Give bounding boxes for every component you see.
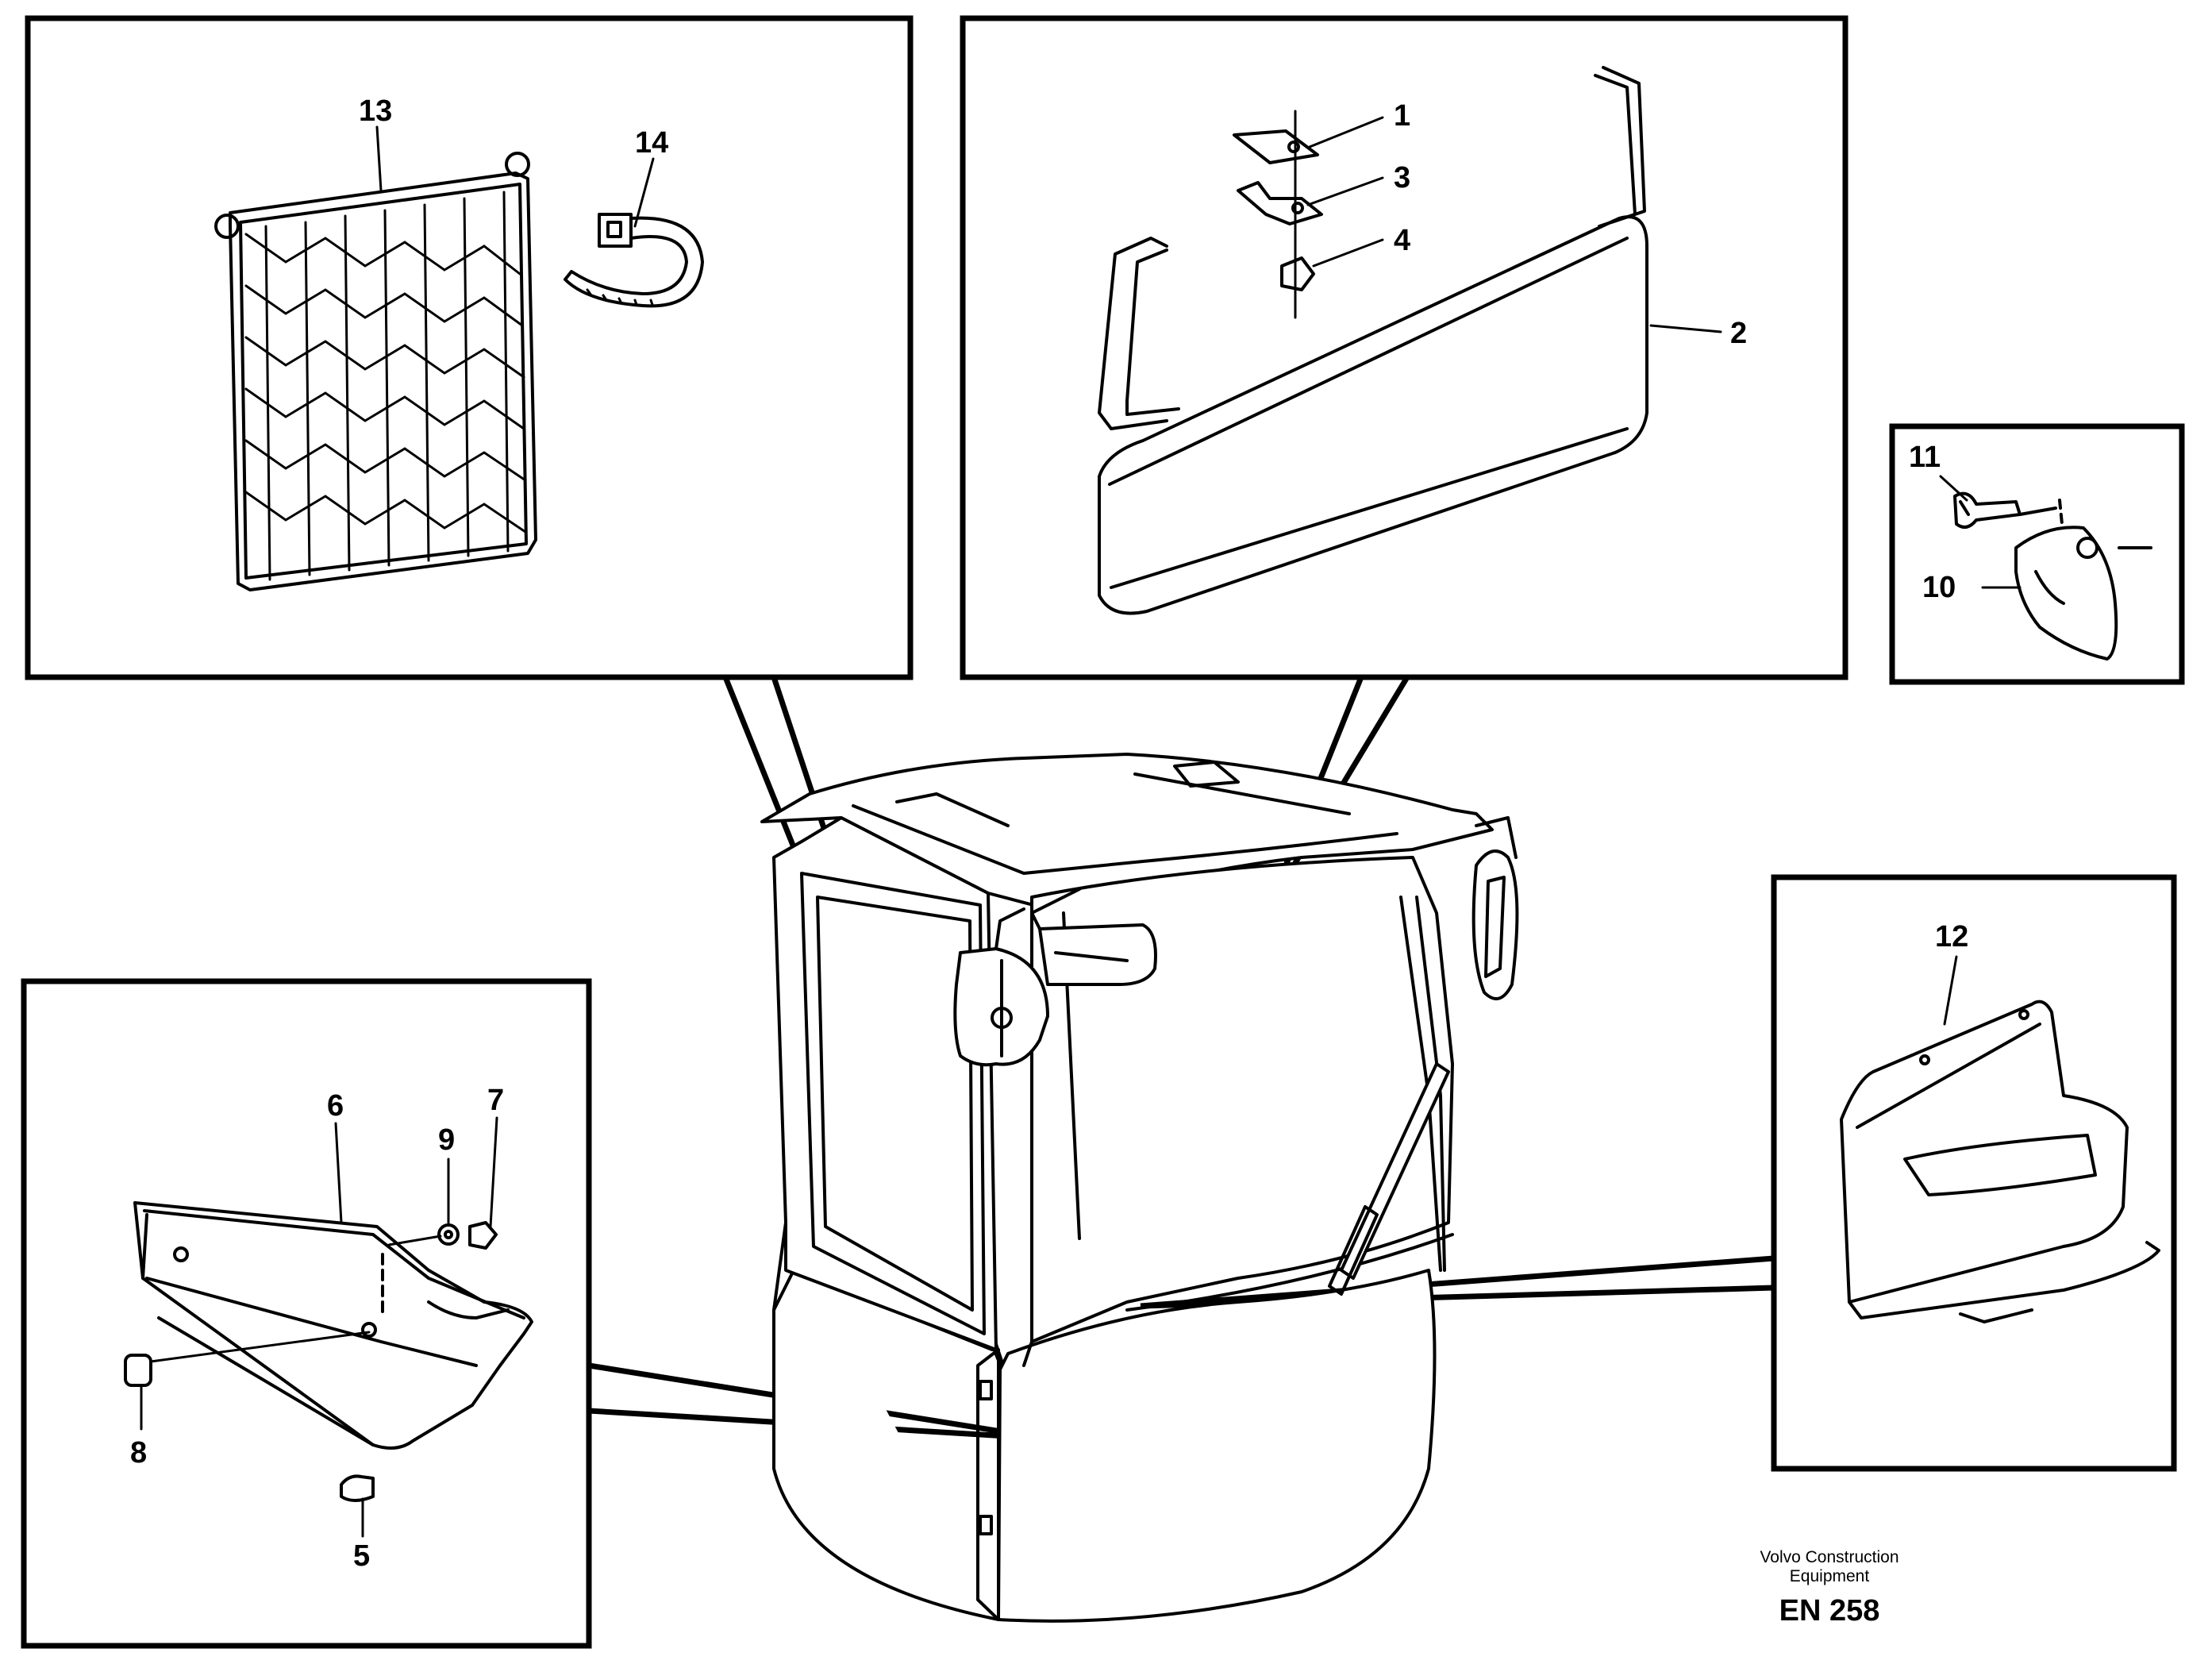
drawing-code: EN 258 <box>1779 1594 1880 1628</box>
storage-net-illustration <box>214 152 537 591</box>
callout-10: 10 <box>1922 571 1956 604</box>
callout-2: 2 <box>1730 317 1747 350</box>
callout-3: 3 <box>1394 161 1410 195</box>
frame-coat-hook <box>1889 423 2185 685</box>
callout-11: 11 <box>1909 441 1941 474</box>
callout-leaders <box>140 116 2022 1538</box>
callout-1: 1 <box>1394 99 1410 133</box>
storage-box-illustration <box>1840 1000 2160 1323</box>
callout-13: 13 <box>359 94 392 128</box>
sun-visor-illustration <box>1098 66 1648 615</box>
callout-7: 7 <box>487 1084 504 1117</box>
coat-hook-illustration <box>1953 491 2152 661</box>
tray-illustration <box>124 1201 533 1502</box>
cable-tie-illustration <box>564 213 704 308</box>
brand-line-2: Equipment <box>1790 1567 1870 1585</box>
callout-8: 8 <box>130 1436 147 1470</box>
callout-14: 14 <box>635 126 668 160</box>
brand-line-1: Volvo Construction <box>1760 1548 1898 1566</box>
callout-6: 6 <box>327 1089 344 1123</box>
frame-tray <box>21 978 592 1649</box>
cab-illustration <box>760 753 1519 1623</box>
callout-4: 4 <box>1394 224 1410 257</box>
frame-storage-box <box>1771 874 2177 1472</box>
callout-9: 9 <box>438 1123 455 1157</box>
callout-5: 5 <box>353 1539 370 1573</box>
frame-storage-net <box>25 15 914 680</box>
callout-12: 12 <box>1935 920 1968 953</box>
